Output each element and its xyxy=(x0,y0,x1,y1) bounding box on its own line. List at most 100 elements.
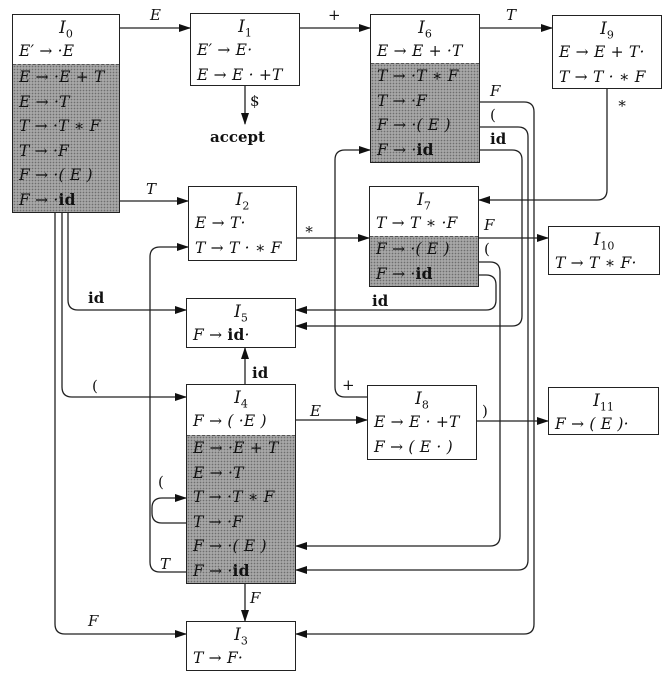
kernel-items: F → ( ·E ) xyxy=(187,409,295,434)
edge-i9-i7 xyxy=(478,89,608,204)
edge-label-i4-i3: F xyxy=(250,589,261,607)
id-token: id xyxy=(415,263,433,283)
kernel-items: E → E + T· T → T · ∗ F xyxy=(553,40,661,89)
edge-label-i6-i5: id xyxy=(490,130,507,148)
closure-item: T → ·F xyxy=(19,141,70,160)
closure-item: F → ·( E ) xyxy=(19,166,93,184)
closure-item: F → ·id xyxy=(19,189,76,209)
kernel-item: F → id· xyxy=(193,325,250,344)
edge-label-i4-i5: id xyxy=(252,364,269,382)
kernel-item: T → T ∗ ·F xyxy=(376,214,458,232)
kernel-item: E′ → ·E xyxy=(19,42,75,60)
kernel-item: E → E · +T xyxy=(197,65,283,84)
edge-label-i6-i3: F xyxy=(490,82,501,100)
edge-label-i7-i4: ( xyxy=(484,240,490,258)
edge-i0-i3 xyxy=(54,213,187,638)
edge-label-i2-i7: ∗ xyxy=(304,220,315,238)
kernel-item: E → E · +T xyxy=(374,413,460,431)
kernel-item: F → ( E )· xyxy=(555,415,629,433)
state-title: I10 xyxy=(593,230,615,253)
closure-item: F → ·id xyxy=(193,560,250,580)
edge-label-i0-i2: T xyxy=(146,180,157,198)
edge-i7-i4 xyxy=(295,261,501,550)
edge-label-i0-i1: E xyxy=(150,6,161,24)
closure-item: F → ·id xyxy=(376,263,433,283)
kernel-items: E′ → E· E → E · +T xyxy=(191,38,299,87)
kernel-items: E → E + ·T xyxy=(371,39,479,64)
closure-item: T → ·F xyxy=(377,91,428,110)
kernel-items: E → E · +T F → ( E · ) xyxy=(368,410,476,459)
closure-item: F → ·( E ) xyxy=(376,240,450,258)
edge-i4-i4 xyxy=(151,494,187,524)
edge-label-i4-i2: T xyxy=(160,555,171,573)
edge-label-i1-i6: + xyxy=(328,6,341,24)
edge-label-i9-i7: ∗ xyxy=(617,94,628,112)
state-title: I2 xyxy=(235,190,250,213)
state-title: I5 xyxy=(234,302,248,325)
edge-i7-i5 xyxy=(295,274,497,314)
kernel-item: T → T · ∗ F xyxy=(195,238,282,257)
closure-item: T → ·T ∗ F xyxy=(377,67,459,85)
closure-item: T → ·T ∗ F xyxy=(193,488,275,506)
id-token: id xyxy=(227,325,245,344)
edge-label-i6-i9: T xyxy=(506,6,517,24)
state-title: I11 xyxy=(593,391,614,414)
kernel-item: E → E + ·T xyxy=(377,42,463,60)
kernel-items: E → T· T → T · ∗ F xyxy=(189,211,296,260)
edge-label-i0-i4: ( xyxy=(92,377,98,395)
kernel-items: E′ → ·E xyxy=(13,39,119,64)
kernel-item: E → T· xyxy=(195,214,246,232)
edge-i4-i2 xyxy=(149,243,189,573)
edge-i0-i4 xyxy=(61,213,187,401)
state-title: I3 xyxy=(234,625,248,648)
state-title: I1 xyxy=(238,17,252,40)
edge-label-i0-i5: id xyxy=(88,289,105,307)
closure-item: F → ·( E ) xyxy=(377,116,451,134)
kernel-item: E′ → E· xyxy=(197,41,253,59)
edge-i6-i3 xyxy=(295,101,535,638)
edge-label-i1-accept: $ xyxy=(250,92,260,110)
accept-label: accept xyxy=(210,128,265,146)
kernel-items: T → F· xyxy=(187,646,295,671)
kernel-item: E → E + T· xyxy=(559,43,645,61)
id-token: id xyxy=(416,139,434,159)
kernel-item: T → T ∗ F· xyxy=(555,254,637,272)
edge-i6-i4 xyxy=(295,126,529,574)
kernel-items: T → T ∗ F· xyxy=(549,251,659,276)
closure-item: E → ·T xyxy=(193,463,244,482)
edge-label-i7-i5: id xyxy=(372,292,389,310)
id-token: id xyxy=(232,560,250,580)
kernel-item: T → T · ∗ F xyxy=(559,67,646,86)
kernel-item: F → ( ·E ) xyxy=(193,412,267,430)
closure-item: E → ·E + T xyxy=(19,68,105,86)
state-title: I4 xyxy=(234,388,248,411)
kernel-item: F → ( E · ) xyxy=(374,437,453,456)
kernel-item: T → F· xyxy=(193,649,244,667)
closure-item: F → ·( E ) xyxy=(193,537,267,555)
closure-items: F → ·( E ) F → ·id xyxy=(370,236,478,286)
kernel-items: F → id· xyxy=(187,323,295,348)
edge-label-i4-i8: E xyxy=(310,402,321,420)
closure-item: T → ·F xyxy=(193,512,244,531)
edge-label-i0-i3: F xyxy=(88,612,99,630)
edge-i0-i5 xyxy=(67,213,187,314)
state-title: I6 xyxy=(418,18,432,41)
state-title: I8 xyxy=(415,389,429,412)
edge-label-i7-i10: F xyxy=(484,216,495,234)
kernel-items: F → ( E )· xyxy=(549,412,658,437)
edge-label-i8-i11: ) xyxy=(482,402,488,420)
